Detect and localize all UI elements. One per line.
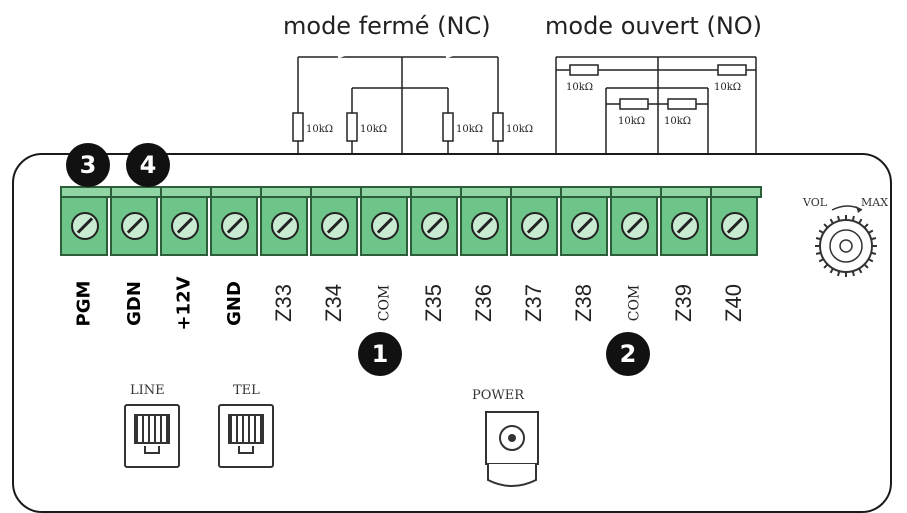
resistor-label-7: 10kΩ xyxy=(618,116,645,127)
terminal-13 xyxy=(660,186,712,256)
terminal-label-text: Z34 xyxy=(320,284,346,322)
terminal-label-14: Z40 xyxy=(710,268,758,338)
screw-icon xyxy=(71,212,99,240)
badge-3: 3 xyxy=(66,143,110,187)
line-label: LINE xyxy=(130,383,165,398)
terminal-label-8: Z35 xyxy=(410,268,458,338)
mode-open-title: mode ouvert (NO) xyxy=(545,12,763,40)
terminal-label-text: COM xyxy=(626,284,642,322)
terminal-top xyxy=(260,186,312,198)
terminal-label-text: +12V xyxy=(173,275,195,331)
terminal-top xyxy=(710,186,762,198)
terminal-1 xyxy=(60,186,112,256)
terminal-label-6: Z34 xyxy=(310,268,358,338)
terminal-label-1: PGM xyxy=(60,268,108,338)
terminal-top xyxy=(210,186,262,198)
terminal-label-text: PGM xyxy=(73,280,95,326)
terminal-label-text: Z33 xyxy=(270,284,296,322)
terminal-label-13: Z39 xyxy=(660,268,708,338)
power-connector-icon xyxy=(485,411,539,487)
volume-knob-icon xyxy=(815,205,877,277)
terminal-label-7: COM xyxy=(360,268,408,338)
terminal-5 xyxy=(260,186,312,256)
terminal-8 xyxy=(410,186,462,256)
terminal-top xyxy=(410,186,462,198)
vol-label: VOL xyxy=(803,196,828,209)
terminal-label-text: Z35 xyxy=(420,284,446,322)
terminal-10 xyxy=(510,186,562,256)
resistor-label-6: 10kΩ xyxy=(714,82,741,93)
terminal-14 xyxy=(710,186,762,256)
terminal-label-11: Z38 xyxy=(560,268,608,338)
resistor-label-3: 10kΩ xyxy=(456,124,483,135)
terminal-label-text: Z40 xyxy=(720,284,746,322)
terminal-11 xyxy=(560,186,612,256)
terminal-top xyxy=(460,186,512,198)
terminal-top xyxy=(560,186,612,198)
terminal-9 xyxy=(460,186,512,256)
max-label: MAX xyxy=(861,196,889,209)
terminal-top xyxy=(60,186,112,198)
terminal-2 xyxy=(110,186,162,256)
terminal-top xyxy=(610,186,662,198)
resistor-label-1: 10kΩ xyxy=(306,124,333,135)
screw-icon xyxy=(171,212,199,240)
terminal-label-9: Z36 xyxy=(460,268,508,338)
terminal-label-5: Z33 xyxy=(260,268,308,338)
terminal-label-text: COM xyxy=(376,284,392,322)
terminal-7 xyxy=(360,186,412,256)
terminal-12 xyxy=(610,186,662,256)
terminal-label-2: GDN xyxy=(110,268,158,338)
mode-closed-title: mode fermé (NC) xyxy=(283,12,491,40)
screw-icon xyxy=(221,212,249,240)
tel-label: TEL xyxy=(233,383,260,398)
terminal-6 xyxy=(310,186,362,256)
terminal-label-text: GND xyxy=(223,280,245,326)
resistor-label-4: 10kΩ xyxy=(506,124,533,135)
screw-icon xyxy=(271,212,299,240)
screw-icon xyxy=(121,212,149,240)
screw-icon xyxy=(621,212,649,240)
terminal-top xyxy=(660,186,712,198)
terminal-4 xyxy=(210,186,262,256)
screw-icon xyxy=(371,212,399,240)
terminal-label-text: Z37 xyxy=(520,284,546,322)
badge-2: 2 xyxy=(606,332,650,376)
terminal-label-text: Z36 xyxy=(470,284,496,322)
screw-icon xyxy=(521,212,549,240)
tel-jack xyxy=(218,404,274,468)
screw-icon xyxy=(671,212,699,240)
terminal-label-text: Z38 xyxy=(570,284,596,322)
resistor-label-5: 10kΩ xyxy=(566,82,593,93)
terminal-label-4: GND xyxy=(210,268,258,338)
terminal-3 xyxy=(160,186,212,256)
resistor-label-2: 10kΩ xyxy=(360,124,387,135)
screw-icon xyxy=(571,212,599,240)
badge-4: 4 xyxy=(126,143,170,187)
screw-icon xyxy=(721,212,749,240)
screw-icon xyxy=(321,212,349,240)
terminal-label-text: Z39 xyxy=(670,284,696,322)
screw-icon xyxy=(471,212,499,240)
power-label: POWER xyxy=(472,388,525,403)
terminal-top xyxy=(360,186,412,198)
terminal-label-3: +12V xyxy=(160,268,208,338)
terminal-top xyxy=(110,186,162,198)
terminal-label-text: GDN xyxy=(123,280,145,326)
terminal-top xyxy=(160,186,212,198)
screw-icon xyxy=(421,212,449,240)
terminal-top xyxy=(510,186,562,198)
terminal-label-12: COM xyxy=(610,268,658,338)
line-jack xyxy=(124,404,180,468)
resistor-label-8: 10kΩ xyxy=(664,116,691,127)
terminal-label-10: Z37 xyxy=(510,268,558,338)
badge-1: 1 xyxy=(358,332,402,376)
terminal-top xyxy=(310,186,362,198)
